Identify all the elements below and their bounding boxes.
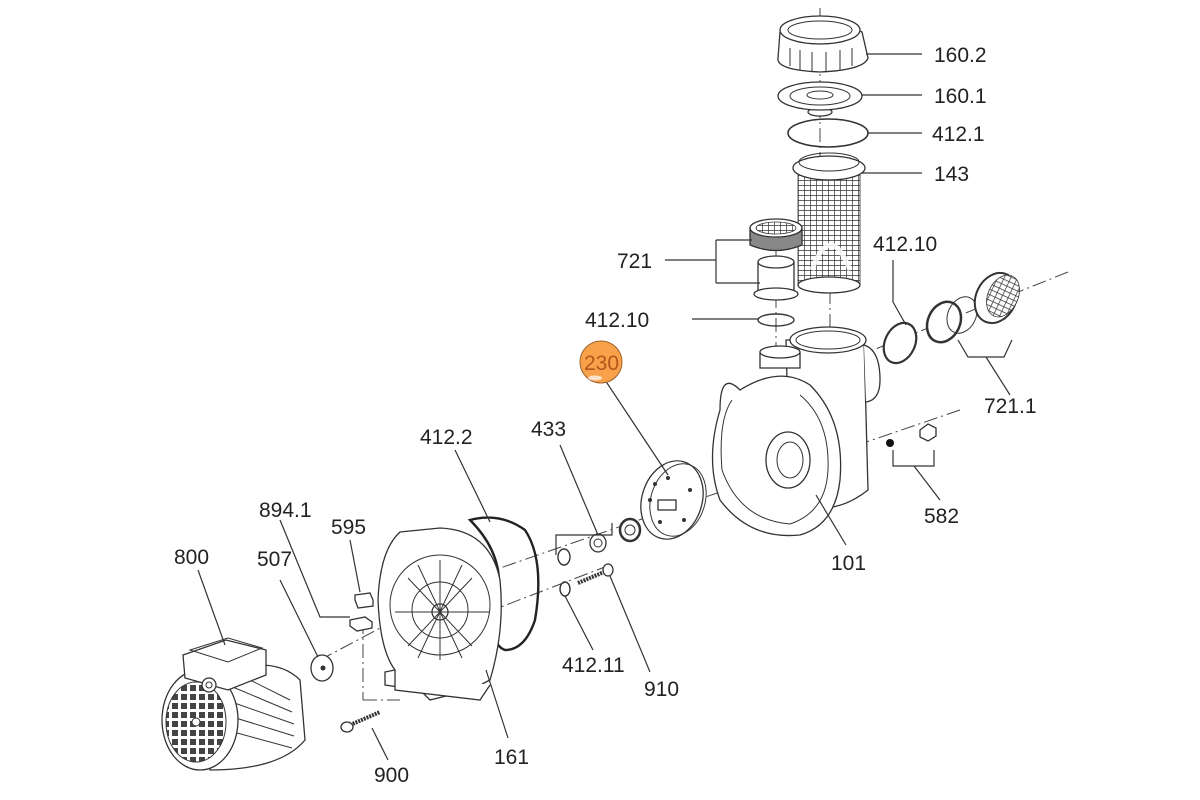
part-595-bumper[interactable] [354, 592, 374, 609]
label-507[interactable]: 507 [257, 548, 292, 571]
label-101[interactable]: 101 [831, 552, 866, 575]
label-161[interactable]: 161 [494, 746, 529, 769]
label-160-2[interactable]: 160.2 [934, 44, 987, 67]
part-721-1-union[interactable] [921, 266, 1026, 348]
part-910-screw[interactable] [577, 563, 614, 585]
part-101-pump-housing[interactable] [711, 326, 881, 537]
label-433[interactable]: 433 [531, 418, 566, 441]
part-412-1-o-ring[interactable] [787, 118, 869, 148]
part-894-1-spacer[interactable] [349, 616, 373, 632]
label-160-1[interactable]: 160.1 [934, 85, 987, 108]
part-230-impeller[interactable] [631, 453, 715, 548]
label-800[interactable]: 800 [174, 546, 209, 569]
label-894-1[interactable]: 894.1 [259, 499, 312, 522]
label-143[interactable]: 143 [934, 163, 969, 186]
part-412-10-o-ring-top[interactable] [757, 313, 795, 327]
part-582-drain-plug[interactable] [886, 423, 937, 447]
part-160-2-lid-ring[interactable] [777, 15, 869, 73]
part-721-union[interactable] [749, 218, 803, 301]
label-721[interactable]: 721 [617, 250, 652, 273]
label-595[interactable]: 595 [331, 516, 366, 539]
part-900-screw[interactable] [340, 710, 381, 733]
label-412-11[interactable]: 412.11 [562, 654, 625, 677]
part-412-11-o-ring-lower[interactable] [559, 581, 571, 597]
leader-lines [197, 53, 1013, 761]
label-910[interactable]: 910 [644, 678, 679, 701]
part-143-strainer-basket[interactable] [792, 152, 866, 294]
label-412-1[interactable]: 412.1 [932, 123, 985, 146]
highlight-bubble-230[interactable] [579, 340, 623, 384]
label-412-10-top[interactable]: 412.10 [585, 309, 649, 332]
part-507-splash-ring[interactable] [310, 654, 334, 682]
label-412-10-side[interactable]: 412.10 [873, 233, 937, 256]
part-160-1-cover[interactable] [777, 81, 863, 117]
part-labels: 160.2 160.1 412.1 143 721 412.10 412.10 … [174, 44, 1037, 787]
part-412-11-o-ring-upper[interactable] [557, 548, 571, 566]
label-582[interactable]: 582 [924, 505, 959, 528]
part-161-seal-plate[interactable] [377, 527, 502, 701]
label-412-2[interactable]: 412.2 [420, 426, 473, 449]
part-412-10-o-ring-side[interactable] [878, 318, 923, 369]
label-721-1[interactable]: 721.1 [984, 395, 1037, 418]
part-800-motor[interactable] [161, 637, 306, 771]
part-433-mechanical-seal[interactable] [589, 517, 642, 553]
label-900[interactable]: 900 [374, 764, 409, 787]
label-230[interactable]: 230 [584, 352, 619, 375]
